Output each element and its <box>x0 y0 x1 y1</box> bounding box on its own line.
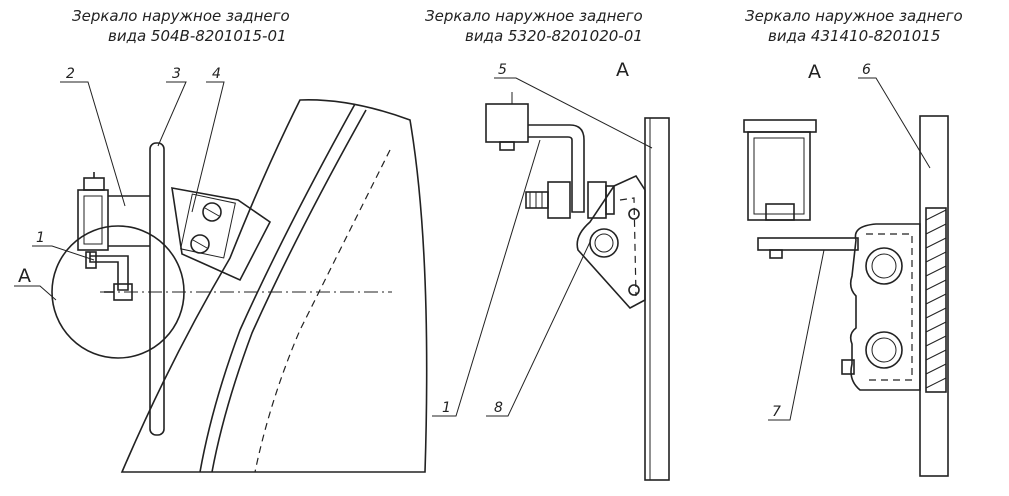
leader-1-left <box>32 245 95 261</box>
door-hidden-line <box>254 149 391 473</box>
caption-3: Зеркало наружное заднего вида 431410-820… <box>745 7 963 45</box>
callout-6: 6 <box>862 62 871 78</box>
clamp-body <box>77 189 109 251</box>
mirror-clamp-right-inner <box>753 137 805 215</box>
view-letter-left: А <box>18 265 31 287</box>
caption-2-line-2: вида 5320-8201020-01 <box>465 27 643 45</box>
mount-plate <box>171 187 272 282</box>
mount-bolt-bottom <box>190 234 210 254</box>
view-letter-middle: А <box>616 59 629 81</box>
door-post-middle <box>644 117 670 481</box>
mount-bolt-right-top <box>865 247 903 285</box>
l-bracket <box>89 252 129 291</box>
mount-bolt-middle-inner <box>594 233 614 253</box>
washer-middle <box>605 185 615 215</box>
callout-8: 8 <box>494 400 503 416</box>
caption-3-line-1: Зеркало наружное заднего <box>745 7 963 25</box>
view-middle-5320: А 5 1 8 <box>432 59 670 481</box>
caption-1: Зеркало наружное заднего вида 504В-82010… <box>72 7 290 45</box>
mount-bolt-bottom-slot <box>192 239 208 249</box>
mirror-clamp-right-base <box>765 203 795 221</box>
callout-4: 4 <box>212 66 221 82</box>
callout-1-left: 1 <box>36 230 45 246</box>
callout-3: 3 <box>172 66 181 82</box>
callout-7: 7 <box>772 404 781 420</box>
leader-a-left <box>14 285 57 301</box>
callout-2: 2 <box>66 66 75 82</box>
callout-5: 5 <box>498 62 507 78</box>
caption-2-line-1: Зеркало наружное заднего <box>425 7 643 25</box>
leader-8 <box>486 241 591 417</box>
clamp-nut <box>83 177 105 191</box>
leader-6 <box>858 77 931 169</box>
mirror-clamp-right-top <box>743 119 817 133</box>
mount-bolt-top-slot <box>204 207 220 217</box>
door-post-right <box>919 115 949 477</box>
leader-3 <box>157 81 187 147</box>
leader-4 <box>191 81 225 213</box>
view-letter-right: А <box>808 61 821 83</box>
mount-bolt-right-bottom-inner <box>871 337 897 363</box>
callout-1-middle: 1 <box>442 400 451 416</box>
mount-plate-right-stop <box>841 359 855 375</box>
l-tube-middle <box>528 124 585 213</box>
leader-2 <box>60 81 126 207</box>
view-left-504v: 2 3 4 1 А <box>14 66 428 473</box>
clamp-inner <box>83 195 103 245</box>
caption-3-line-2: вида 431410-8201015 <box>768 27 940 45</box>
seal-strip <box>925 207 947 393</box>
mount-bolt-top <box>202 202 222 222</box>
view-right-431410: А <box>743 61 949 477</box>
seal-hatching <box>925 209 947 389</box>
mount-bolt-right-bottom <box>865 331 903 369</box>
leader-1-middle <box>432 139 541 417</box>
mirror-clamp-middle <box>485 103 529 143</box>
caption-2: Зеркало наружное заднего вида 5320-82010… <box>425 7 643 45</box>
door-edge-curve-outer <box>199 103 356 473</box>
mount-bolt-middle <box>589 228 619 258</box>
nut-1-middle <box>547 181 571 219</box>
caption-1-line-1: Зеркало наружное заднего <box>72 7 290 25</box>
leader-5 <box>494 77 653 149</box>
bolt-shank-middle <box>525 191 549 209</box>
detail-circle-a <box>51 225 185 359</box>
cab-body-outline <box>120 99 428 473</box>
caption-1-line-2: вида 504В-8201015-01 <box>108 27 287 45</box>
rivet-bottom-middle <box>628 284 640 296</box>
mirror-rod <box>149 142 165 436</box>
mirror-clamp-right <box>747 131 811 221</box>
rivet-top-middle <box>628 208 640 220</box>
mount-plate-hidden <box>619 197 637 297</box>
mount-bolt-right-top-inner <box>871 253 897 279</box>
mirror-arm-right <box>757 237 859 251</box>
mount-plate-right-hidden <box>866 233 913 381</box>
leader-7 <box>768 249 825 421</box>
mount-plate-right <box>849 223 921 391</box>
mirror-arm-lug <box>769 249 783 259</box>
mount-plate-middle <box>576 174 646 310</box>
mirror-clamp-lug <box>499 141 515 151</box>
bracket-lug <box>85 251 97 269</box>
door-edge-curve-inner <box>211 109 367 473</box>
